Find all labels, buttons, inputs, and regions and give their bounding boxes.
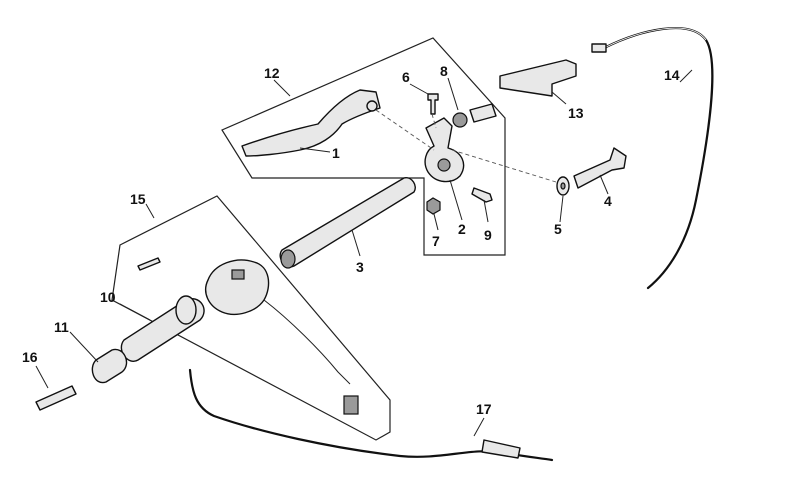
part-4-bolt — [573, 147, 627, 189]
part-3-handlebar — [279, 177, 416, 268]
part-5-washer-hole — [560, 182, 566, 190]
callout-16: 16 — [22, 349, 38, 365]
callout-12: 12 — [264, 65, 280, 81]
callout-8: 8 — [440, 63, 448, 79]
callout-13: 13 — [568, 105, 584, 121]
leader-1 — [299, 147, 331, 153]
handlebar-end — [280, 249, 296, 269]
assembly-line-lever-bracket — [375, 109, 435, 151]
leader-16 — [35, 365, 49, 389]
leader-10 — [119, 303, 151, 321]
leader-12 — [273, 79, 291, 97]
leader-13 — [551, 91, 567, 105]
leader-11 — [69, 331, 99, 363]
leader-14 — [679, 69, 693, 83]
callout-6: 6 — [402, 69, 410, 85]
leader-17 — [473, 417, 485, 437]
leader-3 — [351, 229, 361, 257]
callout-7: 7 — [432, 233, 440, 249]
leader-2 — [449, 179, 463, 221]
part-9-screw — [471, 187, 493, 203]
leader-5 — [559, 195, 564, 223]
switch-button — [231, 269, 245, 280]
part-2-bracket — [424, 117, 465, 183]
leader-6 — [409, 83, 429, 95]
leader-4 — [599, 174, 609, 195]
part-8-nut — [452, 112, 468, 128]
leader-9 — [483, 199, 489, 223]
part-8-bolt — [469, 103, 497, 123]
leader-7 — [433, 213, 439, 231]
switch-connector — [343, 395, 359, 415]
group-outline-lever-assembly — [221, 37, 506, 256]
bracket-hole — [437, 158, 451, 172]
part-7-nut — [426, 197, 441, 215]
clutch-cable-end — [591, 43, 607, 53]
part-6-bolt — [427, 93, 439, 115]
lever-pivot — [366, 100, 378, 112]
assembly-line-bolt-bracket — [431, 113, 437, 129]
clutch-cable-core — [603, 27, 707, 49]
callout-4: 4 — [604, 193, 612, 209]
callout-3: 3 — [356, 259, 364, 275]
part-15-switch-housing — [204, 259, 270, 316]
callout-17: 17 — [476, 401, 492, 417]
leader-8 — [447, 77, 459, 111]
part-13-cover — [499, 59, 577, 97]
callout-1: 1 — [332, 145, 340, 161]
leader-15 — [145, 203, 155, 219]
callout-11: 11 — [54, 319, 69, 335]
callout-2: 2 — [458, 221, 466, 237]
throttle-cable-adjuster — [481, 439, 521, 459]
callout-14: 14 — [664, 67, 680, 83]
grip-flange — [175, 295, 197, 325]
part-11-bar-end — [91, 348, 128, 384]
switch-screw — [137, 257, 161, 271]
part-1-lever — [241, 89, 381, 157]
switch-wire — [263, 299, 351, 385]
callout-15: 15 — [130, 191, 146, 207]
group-outline-grip-assembly — [111, 195, 391, 441]
part-16-screw — [35, 385, 77, 411]
callout-9: 9 — [484, 227, 492, 243]
callout-10: 10 — [100, 289, 116, 305]
assembly-line-bracket-washer — [451, 149, 557, 183]
callout-5: 5 — [554, 221, 562, 237]
